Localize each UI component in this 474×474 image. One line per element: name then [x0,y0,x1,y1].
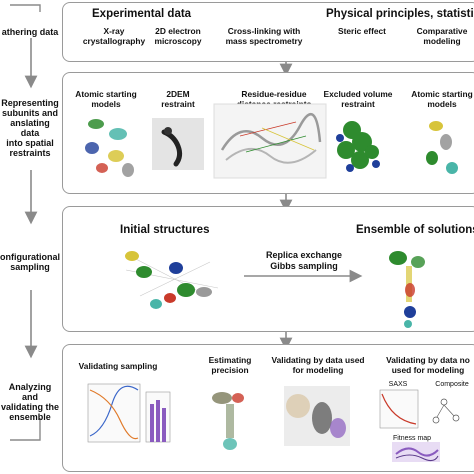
item-comparative: Comparative modeling [416,26,468,46]
atomic-models-right-image [426,121,458,174]
sampling-arrow-label-line: Replica exchange [265,250,343,260]
validating-data-not-used: Validating by data no used for modeling [386,355,470,375]
label-configurational-line: sampling [10,262,50,272]
ensemble-title: Ensemble of solutions [356,224,474,236]
rep-excluded-line: restraint [341,98,375,109]
panel1-title-right: Physical principles, statistics [326,8,474,20]
panel-gathering [62,2,474,62]
fitness-map [392,442,440,462]
label-analyzing: Analyzing and validating the ensemble [0,382,60,422]
validating-sampling: Validating sampling [78,361,158,372]
rep-2dem-line: restraint [161,98,195,109]
rep-excluded-line: Excluded volume [323,89,393,99]
rep-residue-line: Residue-residue [241,89,307,99]
precision-image [212,392,244,450]
2dem-image [152,118,204,170]
saxs-label: SAXS [388,381,408,388]
rep-2dem: 2DEM restraint [161,89,195,109]
rep-excluded: Excluded volume restraint [323,89,393,109]
validating-data-used-line: Validating by data used [271,355,365,365]
ensemble-image [389,251,425,328]
sampling-arrow-label: Replica exchange Gibbs sampling [266,250,342,272]
item-crosslinking-line: mass spectrometry [225,35,303,46]
sampling-arrow-label-line: Gibbs sampling [270,261,338,271]
composite-label: Composite [435,381,469,388]
validating-data-used: Validating by data used for modeling [271,355,365,375]
atomic-models-left-image [85,119,134,177]
excluded-volume-image [336,121,380,172]
item-xray-line: crystallography [82,35,146,46]
rep-2dem-line: 2DEM [166,89,190,99]
item-crosslinking: Cross-linking with mass spectrometry [225,26,303,46]
rep-atomic-left-line: models [91,98,121,109]
item-comparative-line: Comparative [416,26,468,36]
label-representing: Representing subunits and anslating data… [0,98,60,158]
validating-data-not-used-line: Validating by data no [386,355,470,365]
rep-atomic-left: Atomic starting models [75,89,137,109]
label-analyzing-line: ensemble [9,412,51,422]
validating-data-used-line: for modeling [292,364,344,375]
initial-structures-title: Initial structures [120,224,210,236]
estimating-precision: Estimating precision [208,355,252,375]
item-2dem-line: microscopy [154,35,202,46]
validating-sampling-line: Validating sampling [78,361,158,371]
composite-diagram [432,398,460,424]
item-steric: Steric effect [338,26,386,37]
label-representing-line: into spatial [6,138,54,148]
label-analyzing-line: Analyzing and [8,382,52,402]
saxs-plot [379,389,419,429]
estimating-precision-line: precision [211,364,249,375]
label-gathering-data: athering data [0,27,60,37]
label-analyzing-line: validating the [0,402,59,412]
rep-atomic-right-line: models [427,98,457,109]
validating-data-not-used-line: used for modeling [391,364,465,375]
top-connector [10,4,41,12]
label-representing-line: Representing [1,98,59,108]
data-used-image [284,386,350,446]
item-comparative-line: modeling [423,35,461,46]
rep-atomic-right: Atomic starting models [411,89,473,109]
label-representing-line: subunits and [2,108,58,118]
rep-atomic-left-line: Atomic starting [75,89,137,99]
estimating-precision-line: Estimating [208,355,252,365]
label-representing-line: anslating data [10,118,50,138]
fitness-map-label: Fitness map [392,435,432,442]
item-crosslinking-line: Cross-linking with [227,26,301,36]
initial-structures-image [125,251,219,309]
residue-restraints-image [213,103,327,179]
item-xray: X-ray crystallography [82,26,146,46]
item-2dem-line: 2D electron [155,26,201,36]
item-2dem: 2D electron microscopy [154,26,202,46]
rep-atomic-right-line: Atomic starting [411,89,473,99]
validating-sampling-plot [87,383,171,443]
label-gathering-text: athering data [1,27,59,37]
label-representing-line: restraints [9,148,51,158]
panel1-title-left: Experimental data [92,8,192,20]
bottom-connector [10,418,41,441]
label-configurational-line: onfigurational [0,252,60,262]
item-xray-line: X-ray [103,26,125,36]
label-configurational: onfigurational sampling [0,252,60,272]
item-steric-line: Steric effect [338,26,386,36]
